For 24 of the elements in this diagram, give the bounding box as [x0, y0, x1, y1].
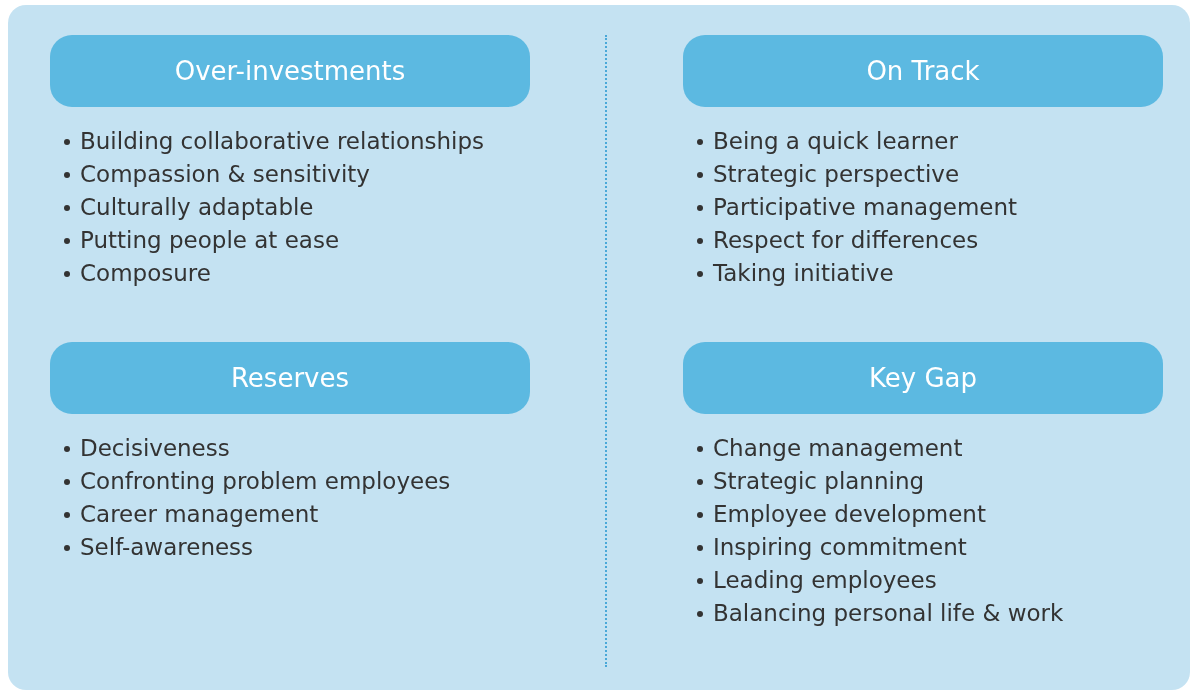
list-item: Culturally adaptable [80, 193, 314, 222]
list-item: Leading employees [713, 566, 937, 595]
list-item: Strategic planning [713, 467, 925, 496]
list-item: Building collaborative relationships [80, 127, 485, 156]
list-item: Respect for differences [713, 226, 979, 255]
category-header: Over-investments [50, 35, 530, 107]
list-item: Balancing personal life & work [713, 599, 1064, 628]
category-header: Key Gap [683, 342, 1163, 414]
list-item: Composure [80, 259, 211, 288]
list-item: Confronting problem employees [80, 467, 451, 496]
list-item: Strategic perspective [713, 160, 960, 189]
list-item: Compassion & sensitivity [80, 160, 370, 189]
list-item: Inspiring commitment [713, 533, 967, 562]
list-item: Self-awareness [80, 533, 254, 562]
list-item: Career management [80, 500, 319, 529]
list-item: Decisiveness [80, 434, 230, 463]
list-item: Taking initiative [713, 259, 894, 288]
list-item: Employee development [713, 500, 986, 529]
category-header: Reserves [50, 342, 530, 414]
list-item: Change management [713, 434, 963, 463]
list-item: Participative management [713, 193, 1018, 222]
list-item: Being a quick learner [713, 127, 958, 156]
category-header: On Track [683, 35, 1163, 107]
list-item: Putting people at ease [80, 226, 340, 255]
